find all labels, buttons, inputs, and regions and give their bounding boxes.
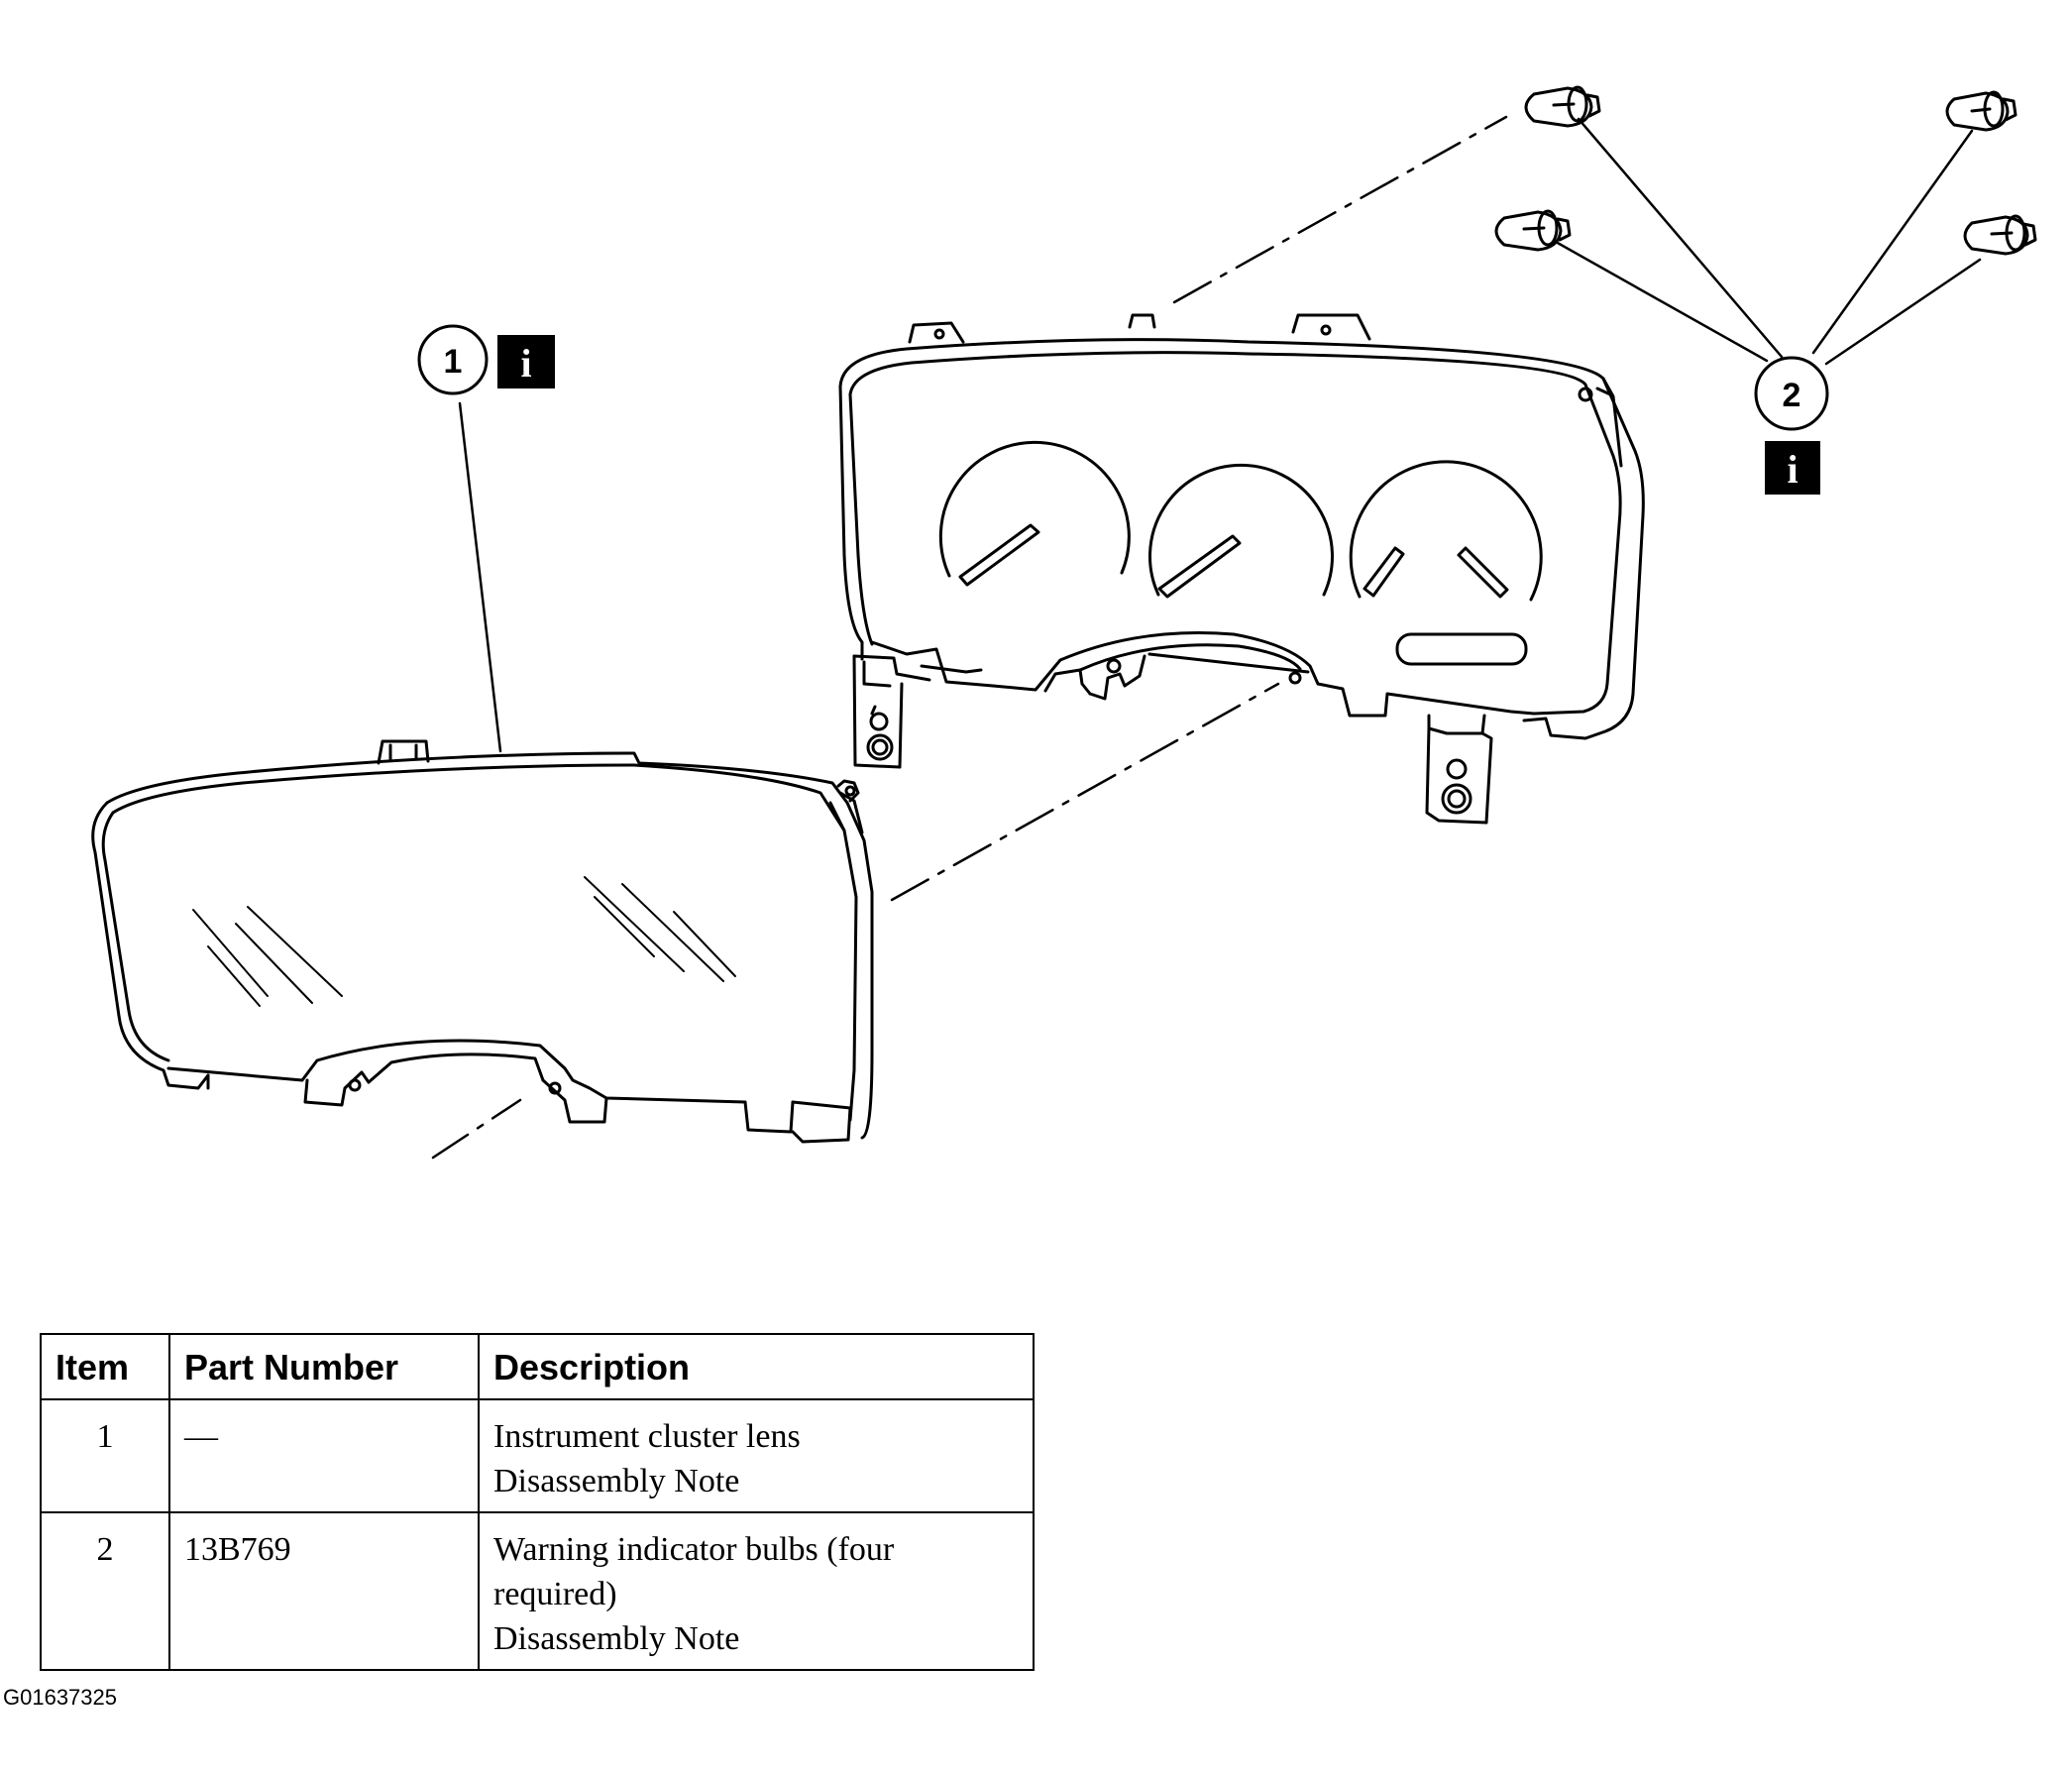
svg-text:i: i (1787, 447, 1798, 492)
cell-part-number: 13B769 (168, 1511, 480, 1671)
cell-part-number: — (168, 1398, 480, 1513)
gauge-right (1349, 460, 1543, 602)
exploded-view-diagram: 1 i 2 i (91, 85, 2037, 1160)
warning-indicator-bulb (1963, 214, 2037, 256)
description-line: Disassembly Note (493, 1620, 740, 1657)
header-part-number: Part Number (168, 1333, 480, 1400)
gauge-left (938, 440, 1131, 578)
cell-item: 1 (40, 1398, 170, 1513)
callout-2: 2 (1754, 356, 1829, 431)
description-line: Warning indicator bulbs (four (493, 1531, 895, 1568)
warning-indicator-bulb (1945, 90, 2017, 132)
cell-description: Warning indicator bulbs (four required) … (478, 1511, 1035, 1671)
instrument-cluster-housing (838, 313, 1645, 825)
figure-code: G01637325 (3, 1685, 117, 1710)
header-description: Description (478, 1333, 1035, 1400)
description-line: required) (493, 1576, 617, 1612)
warning-indicator-bulb (1524, 85, 1601, 128)
parts-table: Item Part Number Description 1 — Instrum… (40, 1333, 1035, 1671)
table-row: 1 — Instrument cluster lens Disassembly … (40, 1398, 1035, 1513)
instrument-cluster-lens (91, 739, 874, 1144)
warning-indicator-bulb (1494, 209, 1572, 252)
table-header-row: Item Part Number Description (40, 1333, 1035, 1400)
table-row: 2 13B769 Warning indicator bulbs (four r… (40, 1511, 1035, 1671)
callout-2-number: 2 (1783, 377, 1801, 414)
assembly-dash-lines (431, 115, 1508, 1160)
callout-1: 1 (417, 324, 489, 395)
svg-text:i: i (520, 341, 531, 386)
callout-1-number: 1 (444, 343, 463, 381)
gauge-center (1148, 463, 1334, 597)
leader-lines (458, 117, 1982, 753)
info-icon: i (497, 335, 555, 388)
cell-description: Instrument cluster lens Disassembly Note (478, 1398, 1035, 1513)
description-line: Instrument cluster lens (493, 1418, 801, 1455)
info-icon: i (1765, 441, 1820, 495)
header-item: Item (40, 1333, 170, 1400)
description-line: Disassembly Note (493, 1463, 740, 1499)
cell-item: 2 (40, 1511, 170, 1671)
